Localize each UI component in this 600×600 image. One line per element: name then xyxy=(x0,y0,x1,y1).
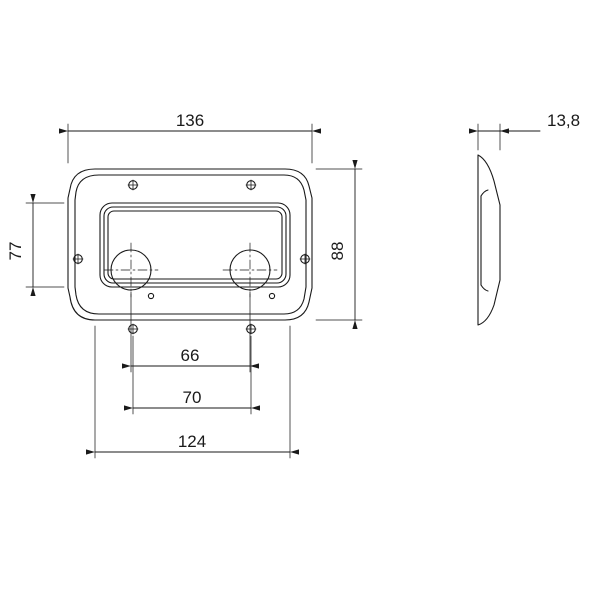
dimension-label-13-8: 13,8 xyxy=(547,111,580,130)
recess-opening-outer xyxy=(99,202,291,288)
indicator-dot-left xyxy=(147,292,155,300)
extension-lines xyxy=(25,123,501,459)
indicator-dot-right xyxy=(268,292,276,300)
recess-opening-inner xyxy=(103,206,287,284)
side-inner-top-fillet xyxy=(480,189,489,197)
dimension-label-124: 124 xyxy=(178,432,206,451)
side-profile-outline xyxy=(477,154,501,326)
dimension-label-136: 136 xyxy=(176,111,204,130)
dimension-labels: 136 88 77 66 70 124 13,8 xyxy=(6,111,580,451)
recess-floor xyxy=(107,210,283,280)
dimension-lines xyxy=(30,128,541,455)
dimension-label-77: 77 xyxy=(6,242,25,261)
dimension-label-88: 88 xyxy=(328,242,347,261)
flange-inner-edge xyxy=(74,174,307,315)
outer-flange-outline xyxy=(67,168,313,321)
front-view-geometry xyxy=(67,168,313,335)
side-inner-bottom-fillet xyxy=(480,284,489,292)
dimension-label-66: 66 xyxy=(181,346,200,365)
dimension-label-70: 70 xyxy=(183,388,202,407)
side-view-geometry xyxy=(477,154,501,326)
cutout-centerlines xyxy=(103,242,278,298)
mounting-screw-holes xyxy=(72,179,311,335)
